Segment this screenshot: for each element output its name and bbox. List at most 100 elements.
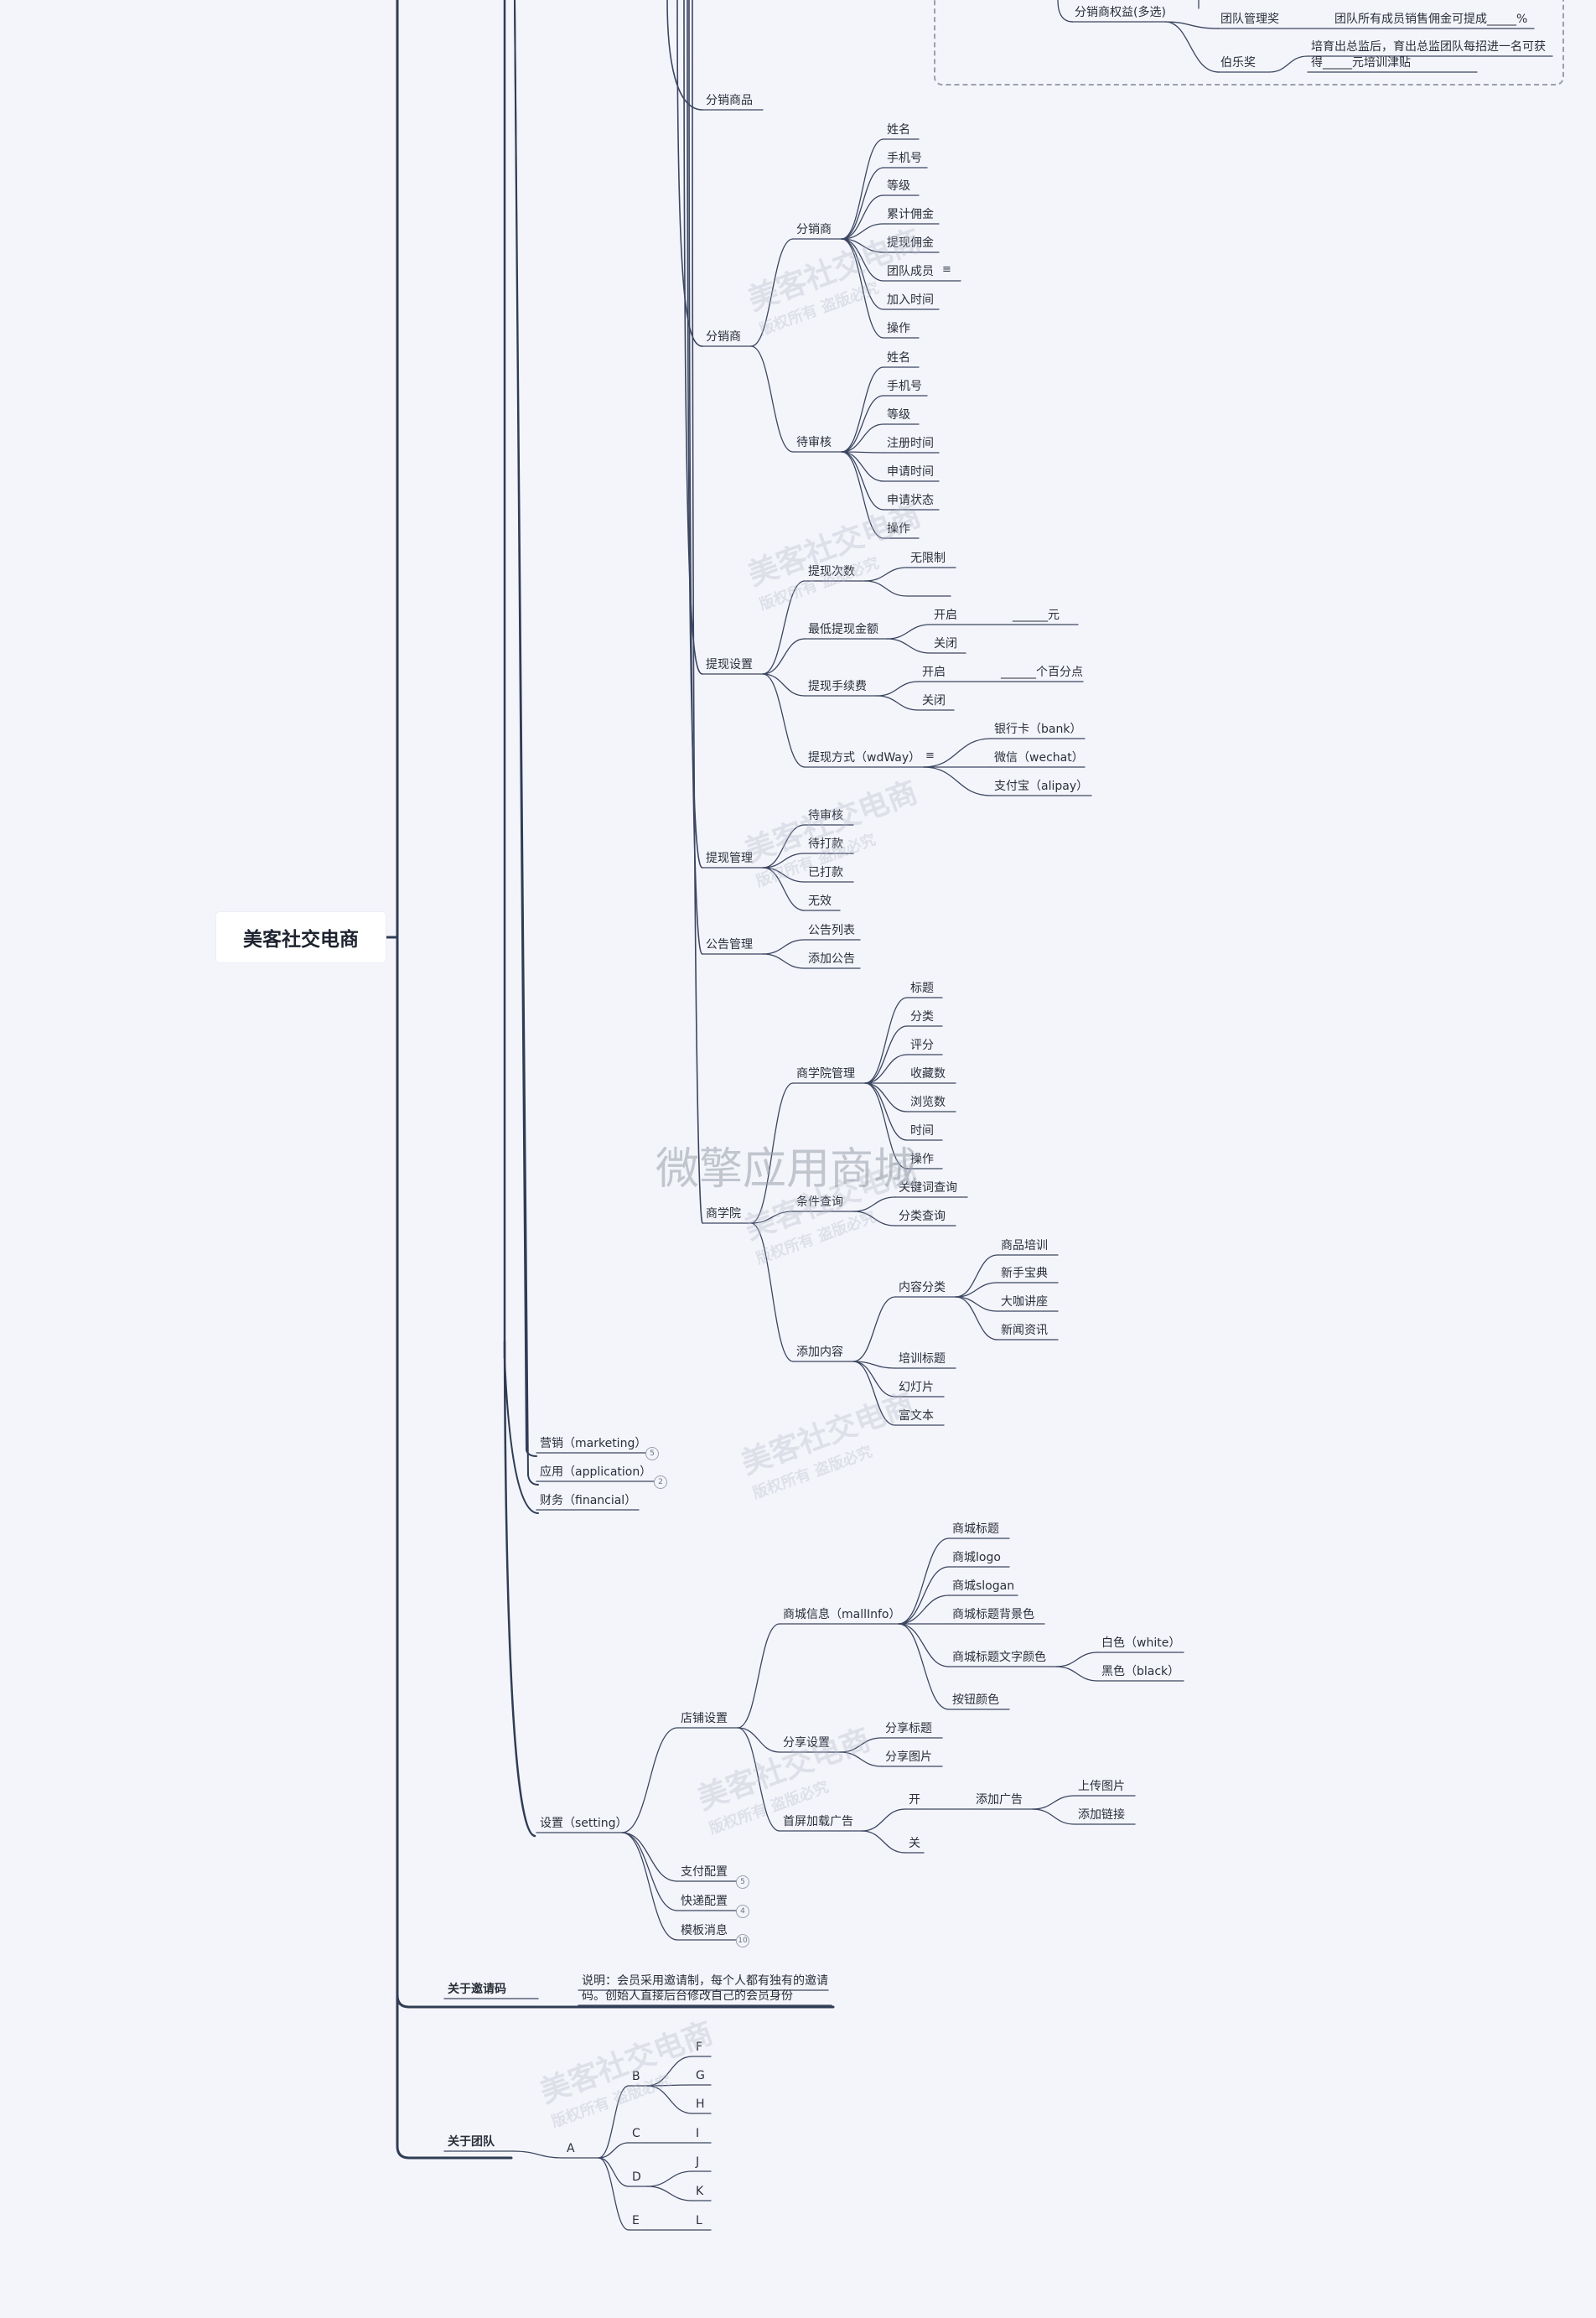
node-tx_c[interactable]: 提现次数 <box>808 565 855 578</box>
node-sxy[interactable]: 商学院 <box>706 1207 741 1221</box>
node-tx_f[interactable]: 提现手续费 <box>808 680 867 693</box>
node-sxy_q[interactable]: 条件查询 <box>796 1195 843 1209</box>
node-yx[interactable]: 营销（marketing） <box>540 1437 647 1450</box>
collapsed-count-badge[interactable]: 5 <box>645 1447 659 1460</box>
node-sxy_m3[interactable]: 评分 <box>910 1039 934 1052</box>
node-sxy_q2[interactable]: 分类查询 <box>899 1210 946 1223</box>
node-dp_a1[interactable]: 开 <box>909 1793 920 1807</box>
node-txm2[interactable]: 待打款 <box>808 837 843 851</box>
node-sxy_ac2[interactable]: 新手宝典 <box>1001 1267 1048 1280</box>
node-mb[interactable]: 模板消息 <box>681 1924 728 1937</box>
node-r_team_award[interactable]: 团队管理奖 <box>1220 13 1279 26</box>
node-sxy_m4[interactable]: 收藏数 <box>910 1067 946 1081</box>
node-sxy_m1[interactable]: 标题 <box>910 982 934 995</box>
node-fx_s7[interactable]: 加入时间 <box>887 293 934 307</box>
node-tx_m2[interactable]: 关闭 <box>934 637 957 651</box>
node-dp_s2[interactable]: 分享图片 <box>885 1750 932 1764</box>
node-yqm_t1[interactable]: 说明：会员采用邀请制，每个人都有独有的邀请 <box>582 1974 828 1988</box>
node-fx_s2[interactable]: 手机号 <box>887 152 922 165</box>
node-sxy_a2[interactable]: 培训标题 <box>899 1352 946 1366</box>
node-fx_goods[interactable]: 分销商品 <box>706 94 753 107</box>
node-yqm[interactable]: 关于邀请码 <box>448 1983 506 1996</box>
node-txm4[interactable]: 无效 <box>808 895 832 908</box>
node-sxy_a3[interactable]: 幻灯片 <box>899 1381 934 1394</box>
node-tx_w3[interactable]: 支付宝（alipay） <box>994 780 1089 793</box>
node-tx_w1[interactable]: 银行卡（bank） <box>994 723 1082 736</box>
node-sxy_m7[interactable]: 操作 <box>910 1153 934 1166</box>
node-sxy_ac[interactable]: 内容分类 <box>899 1281 946 1294</box>
node-txm3[interactable]: 已打款 <box>808 866 843 879</box>
node-dp_i4[interactable]: 商城标题背景色 <box>952 1608 1034 1621</box>
node-fx_w5[interactable]: 申请时间 <box>887 465 934 479</box>
node-tx_w2[interactable]: 微信（wechat） <box>994 751 1084 765</box>
node-tH[interactable]: H <box>696 2098 705 2111</box>
node-tC[interactable]: C <box>632 2127 640 2140</box>
node-yy[interactable]: 应用（application） <box>540 1465 652 1479</box>
node-tI[interactable]: I <box>696 2127 700 2140</box>
node-fx_w7[interactable]: 操作 <box>887 522 910 536</box>
node-dp_i1[interactable]: 商城标题 <box>952 1522 999 1536</box>
node-gg1[interactable]: 公告列表 <box>808 924 855 937</box>
node-txm[interactable]: 提现管理 <box>706 852 753 865</box>
node-tx_m[interactable]: 最低提现金额 <box>808 623 878 636</box>
node-fx_s5[interactable]: 提现佣金 <box>887 236 934 250</box>
node-sxy_m2[interactable]: 分类 <box>910 1010 934 1024</box>
node-sxy_ac3[interactable]: 大咖讲座 <box>1001 1295 1048 1309</box>
node-sxy_ac4[interactable]: 新闻资讯 <box>1001 1324 1048 1337</box>
node-yqm_t2[interactable]: 码。创始人直接后台修改自己的会员身份 <box>582 1989 793 2003</box>
node-dp_a1x1[interactable]: 上传图片 <box>1078 1780 1125 1793</box>
node-tx_w[interactable]: 提现方式（wdWay） <box>808 751 921 765</box>
node-dp_i5a[interactable]: 白色（white） <box>1101 1636 1181 1650</box>
node-td[interactable]: 关于团队 <box>448 2135 495 2149</box>
node-tL[interactable]: L <box>696 2214 702 2227</box>
node-r_team_award_txt[interactable]: 团队所有成员销售佣金可提成_____% <box>1334 13 1528 26</box>
node-fx_w6[interactable]: 申请状态 <box>887 494 934 507</box>
node-dp_a1x2[interactable]: 添加链接 <box>1078 1808 1125 1822</box>
node-fx_s1[interactable]: 姓名 <box>887 123 910 137</box>
node-sxy_m5[interactable]: 浏览数 <box>910 1096 946 1109</box>
node-dp_i2[interactable]: 商城logo <box>952 1551 1001 1564</box>
root-node[interactable]: 美客社交电商 <box>216 912 386 962</box>
node-tG[interactable]: G <box>696 2069 705 2082</box>
node-sxy_q1[interactable]: 关键词查询 <box>899 1181 957 1195</box>
node-fx_s6[interactable]: 团队成员 <box>887 265 934 278</box>
node-tx_f1[interactable]: 开启 <box>922 666 946 679</box>
node-sxy_ac1[interactable]: 商品培训 <box>1001 1239 1048 1252</box>
node-fx_w2[interactable]: 手机号 <box>887 380 922 393</box>
node-tx_m1[interactable]: 开启 <box>934 609 957 622</box>
node-dp_s1[interactable]: 分享标题 <box>885 1722 932 1735</box>
node-sxy_m6[interactable]: 时间 <box>910 1124 934 1138</box>
node-tK[interactable]: K <box>696 2185 704 2198</box>
node-zf[interactable]: 支付配置 <box>681 1865 728 1879</box>
node-r_dist_rights[interactable]: 分销商权益(多选) <box>1075 6 1166 19</box>
collapsed-count-badge[interactable]: 4 <box>736 1905 749 1918</box>
node-fx_w3[interactable]: 等级 <box>887 408 910 422</box>
node-dp_a2[interactable]: 关 <box>909 1837 920 1850</box>
node-dp[interactable]: 店铺设置 <box>681 1712 728 1725</box>
node-dp_i3[interactable]: 商城slogan <box>952 1579 1015 1593</box>
node-fx_s3[interactable]: 等级 <box>887 179 910 193</box>
note-icon[interactable]: ≡ <box>925 749 935 762</box>
node-tx_f1v[interactable]: ______个百分点 <box>1001 666 1083 679</box>
node-tx_m1v[interactable]: ______元 <box>1013 609 1060 622</box>
node-fx_s8[interactable]: 操作 <box>887 322 910 335</box>
node-fx_w1[interactable]: 姓名 <box>887 351 910 365</box>
node-r_bole_txt1[interactable]: 培育出总监后，育出总监团队每招进一名可获 <box>1311 40 1546 54</box>
node-fx_s[interactable]: 分销商 <box>796 223 832 236</box>
node-r_bole_txt2[interactable]: 得_____元培训津贴 <box>1311 56 1411 70</box>
node-tE[interactable]: E <box>632 2214 640 2227</box>
node-tJ[interactable]: J <box>696 2155 700 2169</box>
collapsed-count-badge[interactable]: 5 <box>736 1875 749 1889</box>
node-fx_w4[interactable]: 注册时间 <box>887 437 934 450</box>
node-fx[interactable]: 分销商 <box>706 330 741 344</box>
node-dp_i6[interactable]: 按钮颜色 <box>952 1693 999 1707</box>
node-tF[interactable]: F <box>696 2041 703 2054</box>
collapsed-count-badge[interactable]: 2 <box>654 1475 667 1489</box>
node-dp_i5b[interactable]: 黑色（black） <box>1101 1665 1180 1678</box>
node-cw[interactable]: 财务（financial） <box>540 1494 637 1507</box>
note-icon[interactable]: ≡ <box>942 263 951 276</box>
node-fx_s4[interactable]: 累计佣金 <box>887 208 934 221</box>
node-kd[interactable]: 快递配置 <box>681 1895 728 1908</box>
node-txm1[interactable]: 待审核 <box>808 809 843 822</box>
collapsed-count-badge[interactable]: 10 <box>736 1934 749 1947</box>
